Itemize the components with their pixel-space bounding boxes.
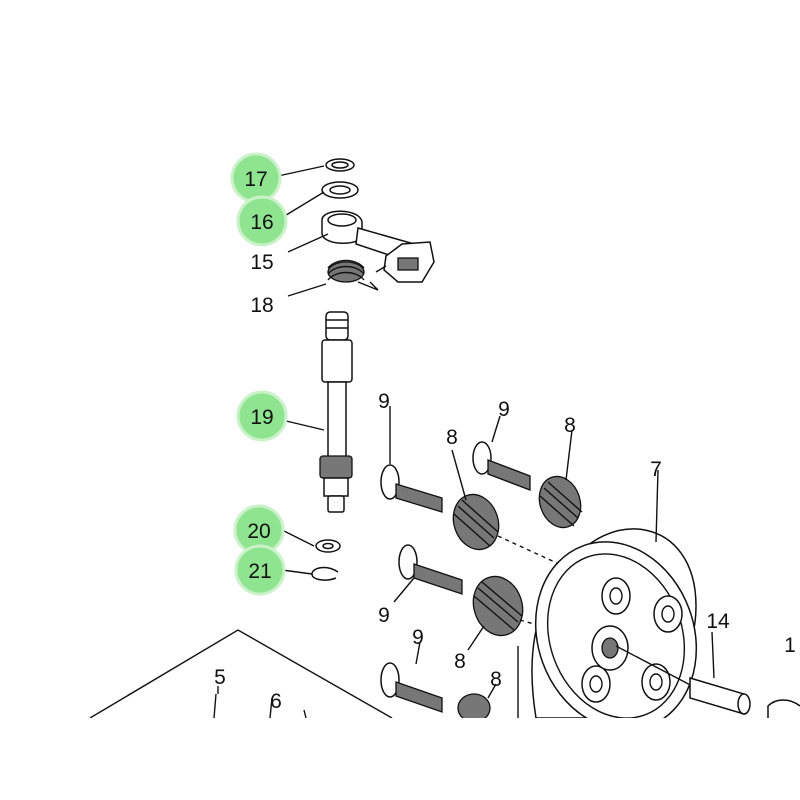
callout-9: 9: [498, 398, 510, 421]
leader-lines: [217, 165, 715, 699]
callout-19: 19: [236, 390, 288, 442]
spring-part: [538, 475, 583, 529]
callout-17: 17: [230, 152, 282, 204]
part-number-label: 20: [247, 520, 270, 543]
callout-9: 9: [378, 390, 390, 413]
shaft-part: [319, 311, 353, 513]
callout-9: 9: [412, 626, 424, 649]
part-number-label: 18: [250, 294, 273, 317]
part-number-label: 21: [248, 560, 271, 583]
pressure-plate-part: [531, 528, 698, 718]
parts-drawing: 17 16 15 18 19 20 21: [89, 152, 800, 718]
callout-5: 5: [214, 666, 226, 689]
spring-part: [327, 259, 379, 291]
housing-outline: [89, 629, 519, 718]
callout-9: 9: [378, 604, 390, 627]
callout-21: 21: [234, 544, 286, 596]
bearing-part: [767, 699, 800, 718]
bolt-part: [472, 441, 531, 491]
callout-6: 6: [270, 690, 282, 713]
spring-part: [457, 693, 491, 718]
callout-8: 8: [490, 668, 502, 691]
part-number-label: 16: [250, 211, 273, 234]
bolt-part: [380, 662, 443, 713]
callout-18: 18: [250, 294, 273, 317]
callout-8: 8: [446, 426, 458, 449]
callout-14: 14: [706, 610, 730, 633]
e-clip-part: [311, 566, 339, 581]
exploded-parts-diagram: 17 16 15 18 19 20 21: [6, 86, 800, 718]
part-number-label: 19: [250, 406, 273, 429]
callout-16: 16: [236, 195, 288, 247]
part-number-label: 15: [250, 251, 273, 274]
part-number-label: 17: [244, 168, 267, 191]
callout-1: 1: [784, 634, 796, 657]
callout-7: 7: [650, 458, 662, 481]
lever-part: [321, 210, 435, 283]
highlight-badge: [234, 544, 286, 596]
push-rod-part: [615, 645, 751, 716]
callout-8: 8: [564, 414, 576, 437]
highlight-badge: [236, 390, 288, 442]
washer-part: [321, 181, 359, 199]
highlight-badge: [236, 195, 288, 247]
washer-part: [315, 539, 341, 553]
bolt-part: [398, 544, 463, 595]
callout-15: 15: [250, 251, 273, 274]
bolt-part: [380, 464, 443, 513]
callout-8: 8: [454, 650, 466, 673]
circlip-part: [325, 158, 355, 172]
callout-20: 20: [233, 504, 285, 556]
